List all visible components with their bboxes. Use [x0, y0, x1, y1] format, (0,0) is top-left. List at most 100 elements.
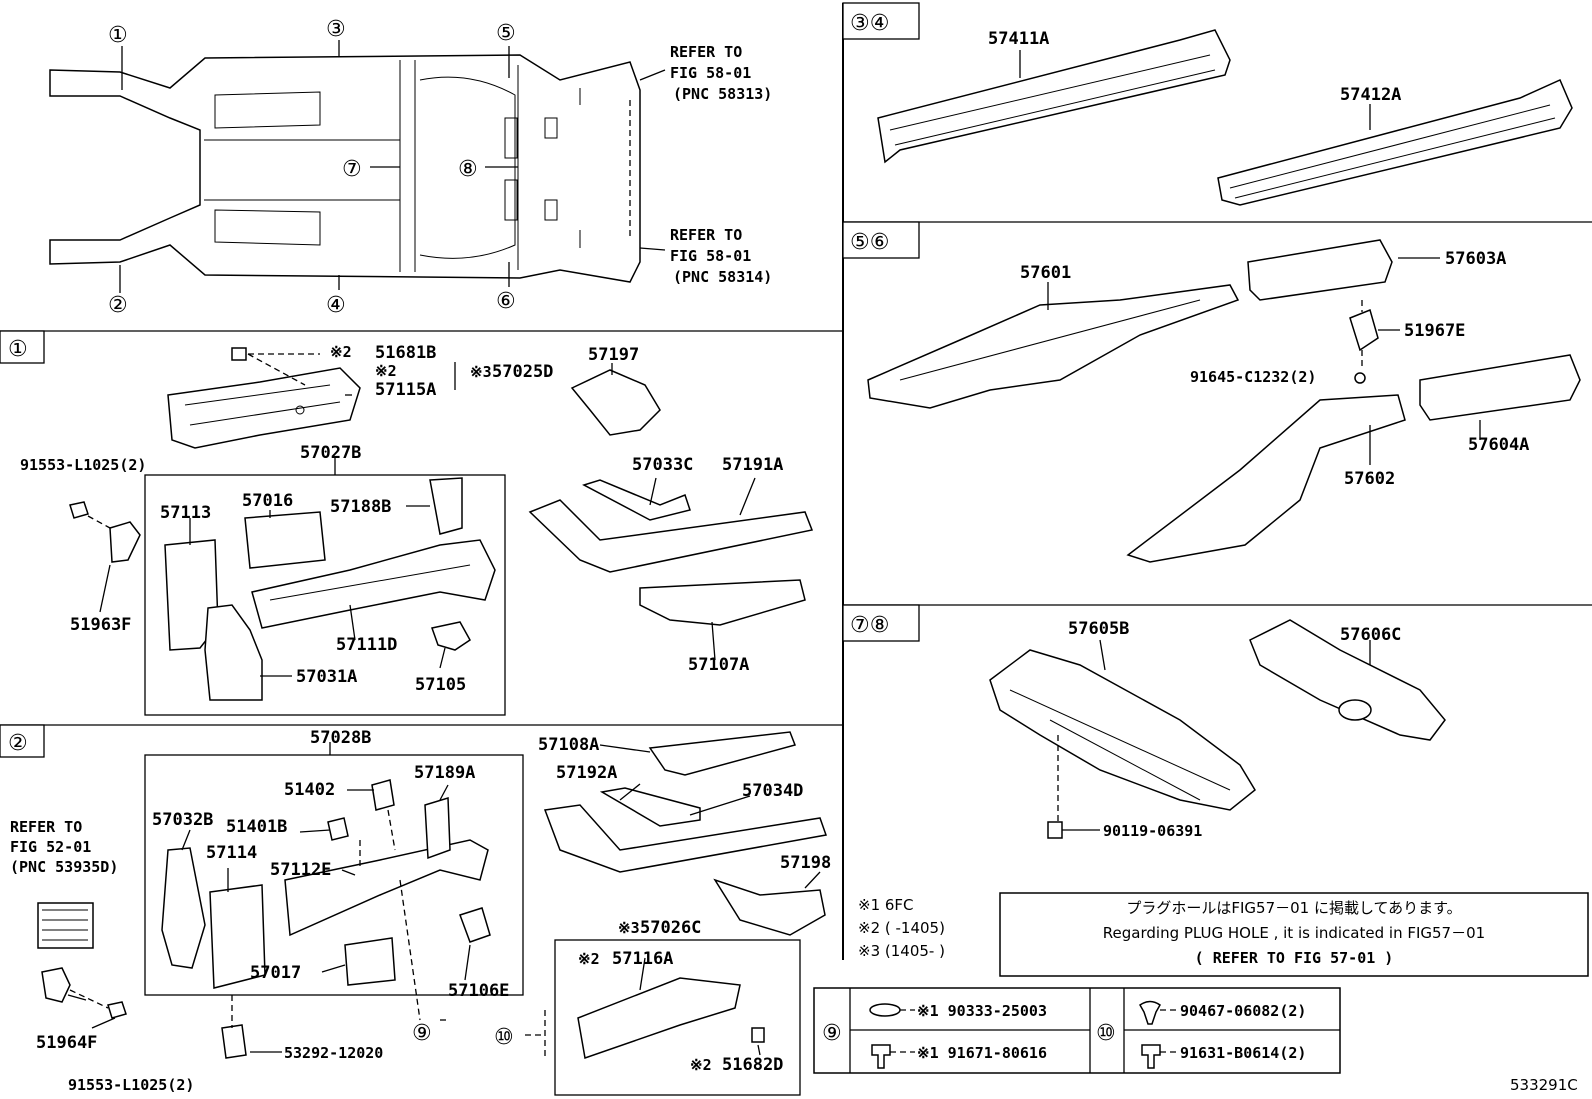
svg-text:REFER TO: REFER TO	[670, 43, 742, 61]
fastener-b2: 91631-B0614(2)	[1180, 1044, 1306, 1062]
notice-en: Regarding PLUG HOLE , it is indicated in…	[1103, 924, 1485, 942]
label-57114: 57114	[206, 843, 257, 863]
label-51963F: 51963F	[70, 615, 131, 635]
section-78-parts	[989, 619, 1446, 839]
notice-box: プラグホールはFIG57－01 に掲載してあります。 Regarding PLU…	[999, 892, 1589, 977]
label-57027B: 57027B	[300, 443, 361, 463]
mark-2a-s2: ※2	[578, 950, 600, 968]
section-tag-1: ①	[0, 330, 45, 364]
section-2-leaders	[67, 742, 821, 1060]
callout-4: ④	[326, 293, 346, 318]
label-57111D: 57111D	[336, 635, 397, 655]
svg-text:②: ②	[8, 731, 28, 756]
section-1-leaders	[99, 353, 756, 677]
svg-text:FIG 58-01: FIG 58-01	[670, 247, 751, 265]
label-57189A: 57189A	[414, 763, 475, 783]
section-78-labels: 57605B 57606C 90119-06391	[1068, 619, 1401, 840]
legend: ※1 6FC ※2 ( -1405) ※3 (1405- )	[858, 896, 945, 960]
svg-text:(PNC 58314): (PNC 58314)	[673, 268, 772, 286]
table-callout-9: ⑨	[822, 1021, 842, 1046]
section-56-labels: 57601 57603A 51967E 91645-C1232(2) 57604…	[1020, 249, 1529, 489]
callout-10: ⑩	[494, 1025, 514, 1050]
callout-1: ①	[108, 23, 128, 48]
label-57108A: 57108A	[538, 735, 599, 755]
mark-2b-s2: ※2	[690, 1056, 712, 1074]
svg-text:(PNC 53935D): (PNC 53935D)	[10, 858, 118, 876]
label-57115A: 57115A	[375, 380, 436, 400]
refer-top: REFER TO FIG 58-01 (PNC 58313)	[670, 43, 772, 103]
label-57026C: 57026C	[640, 918, 701, 938]
label-51967E: 51967E	[1404, 321, 1465, 341]
label-57198: 57198	[780, 853, 831, 873]
callout-7: ⑦	[342, 157, 362, 182]
label-57028B: 57028B	[310, 728, 371, 748]
label-57106E: 57106E	[448, 981, 509, 1001]
clip-icon	[869, 1003, 901, 1017]
legend-3: ※3 (1405- )	[858, 942, 945, 960]
label-57113: 57113	[160, 503, 211, 523]
svg-text:FIG 52-01: FIG 52-01	[10, 838, 91, 856]
label-57197: 57197	[588, 345, 639, 365]
label-51681B: 51681B	[375, 343, 436, 363]
figure-id: 533291C	[1510, 1076, 1578, 1094]
table-callout-10: ⑩	[1096, 1021, 1116, 1046]
underbody-overview	[49, 54, 641, 283]
svg-text:(PNC 58313): (PNC 58313)	[673, 85, 772, 103]
bolt-icon-2	[1141, 1044, 1161, 1069]
callout-6: ⑥	[496, 289, 516, 314]
label-57107A: 57107A	[688, 655, 749, 675]
rivet-icon	[1139, 1000, 1161, 1025]
label-57603A: 57603A	[1445, 249, 1506, 269]
section-tag-78: ⑦⑧	[842, 604, 920, 642]
legend-1: ※1 6FC	[858, 896, 914, 914]
legend-2: ※2 ( -1405)	[858, 919, 945, 937]
label-57188B: 57188B	[330, 497, 391, 517]
callout-3: ③	[326, 17, 346, 42]
fastener-a2: ※1 91671-80616	[917, 1044, 1047, 1062]
label-57604A: 57604A	[1468, 435, 1529, 455]
label-91553: 91553-L1025(2)	[20, 456, 146, 474]
label-57116A: 57116A	[612, 949, 673, 969]
label-51964F: 51964F	[36, 1033, 97, 1053]
section-2-parts	[37, 731, 828, 1096]
svg-text:REFER TO: REFER TO	[670, 226, 742, 244]
bolt-icon	[871, 1044, 891, 1069]
section-1-labels: ※2 51681B ※2 57115A ※3 57025D 57197 9155…	[20, 343, 783, 695]
label-57033C: 57033C	[632, 455, 693, 475]
callout-8: ⑧	[458, 157, 478, 182]
label-57412A: 57412A	[1340, 85, 1401, 105]
label-90119: 90119-06391	[1103, 822, 1202, 840]
svg-text:③④: ③④	[850, 11, 889, 36]
label-57192A: 57192A	[556, 763, 617, 783]
svg-text:REFER TO: REFER TO	[10, 818, 82, 836]
label-57191A: 57191A	[722, 455, 783, 475]
section-tag-56: ⑤⑥	[842, 221, 920, 259]
label-91645: 91645-C1232(2)	[1190, 368, 1316, 386]
label-51402: 51402	[284, 780, 335, 800]
svg-text:⑦⑧: ⑦⑧	[850, 613, 889, 638]
section-56-parts	[867, 239, 1581, 563]
label-53292: 53292-12020	[284, 1044, 383, 1062]
svg-text:FIG 58-01: FIG 58-01	[670, 64, 751, 82]
section-tag-34: ③④	[842, 2, 920, 40]
overview-callouts: ① ② ③ ④ ⑤ ⑥ ⑦ ⑧	[108, 17, 516, 318]
label-57031A: 57031A	[296, 667, 357, 687]
callout-9: ⑨	[412, 1021, 432, 1046]
label-51682D: 51682D	[722, 1055, 783, 1075]
label-57601: 57601	[1020, 263, 1071, 283]
fastener-b1: 90467-06082(2)	[1180, 1002, 1306, 1020]
section-78-leaders	[1057, 639, 1371, 831]
callout-5: ⑤	[496, 21, 516, 46]
label-57605B: 57605B	[1068, 619, 1129, 639]
label-57411A: 57411A	[988, 29, 1049, 49]
section-56-leaders	[1047, 257, 1481, 465]
mark-3: ※3	[470, 363, 492, 381]
notice-jp: プラグホールはFIG57－01 に掲載してあります。	[1126, 899, 1461, 917]
label-51401B: 51401B	[226, 817, 287, 837]
svg-text:⑤⑥: ⑤⑥	[850, 230, 889, 255]
fastener-table: ⑨ ⑩ ※1 90333-25003 ※1 91671-80616 90467-…	[813, 987, 1341, 1074]
refer-bottom: REFER TO FIG 58-01 (PNC 58314)	[670, 226, 772, 286]
label-57112E: 57112E	[270, 860, 331, 880]
mark-2a: ※2	[330, 343, 352, 361]
fastener-a1: ※1 90333-25003	[917, 1002, 1047, 1020]
